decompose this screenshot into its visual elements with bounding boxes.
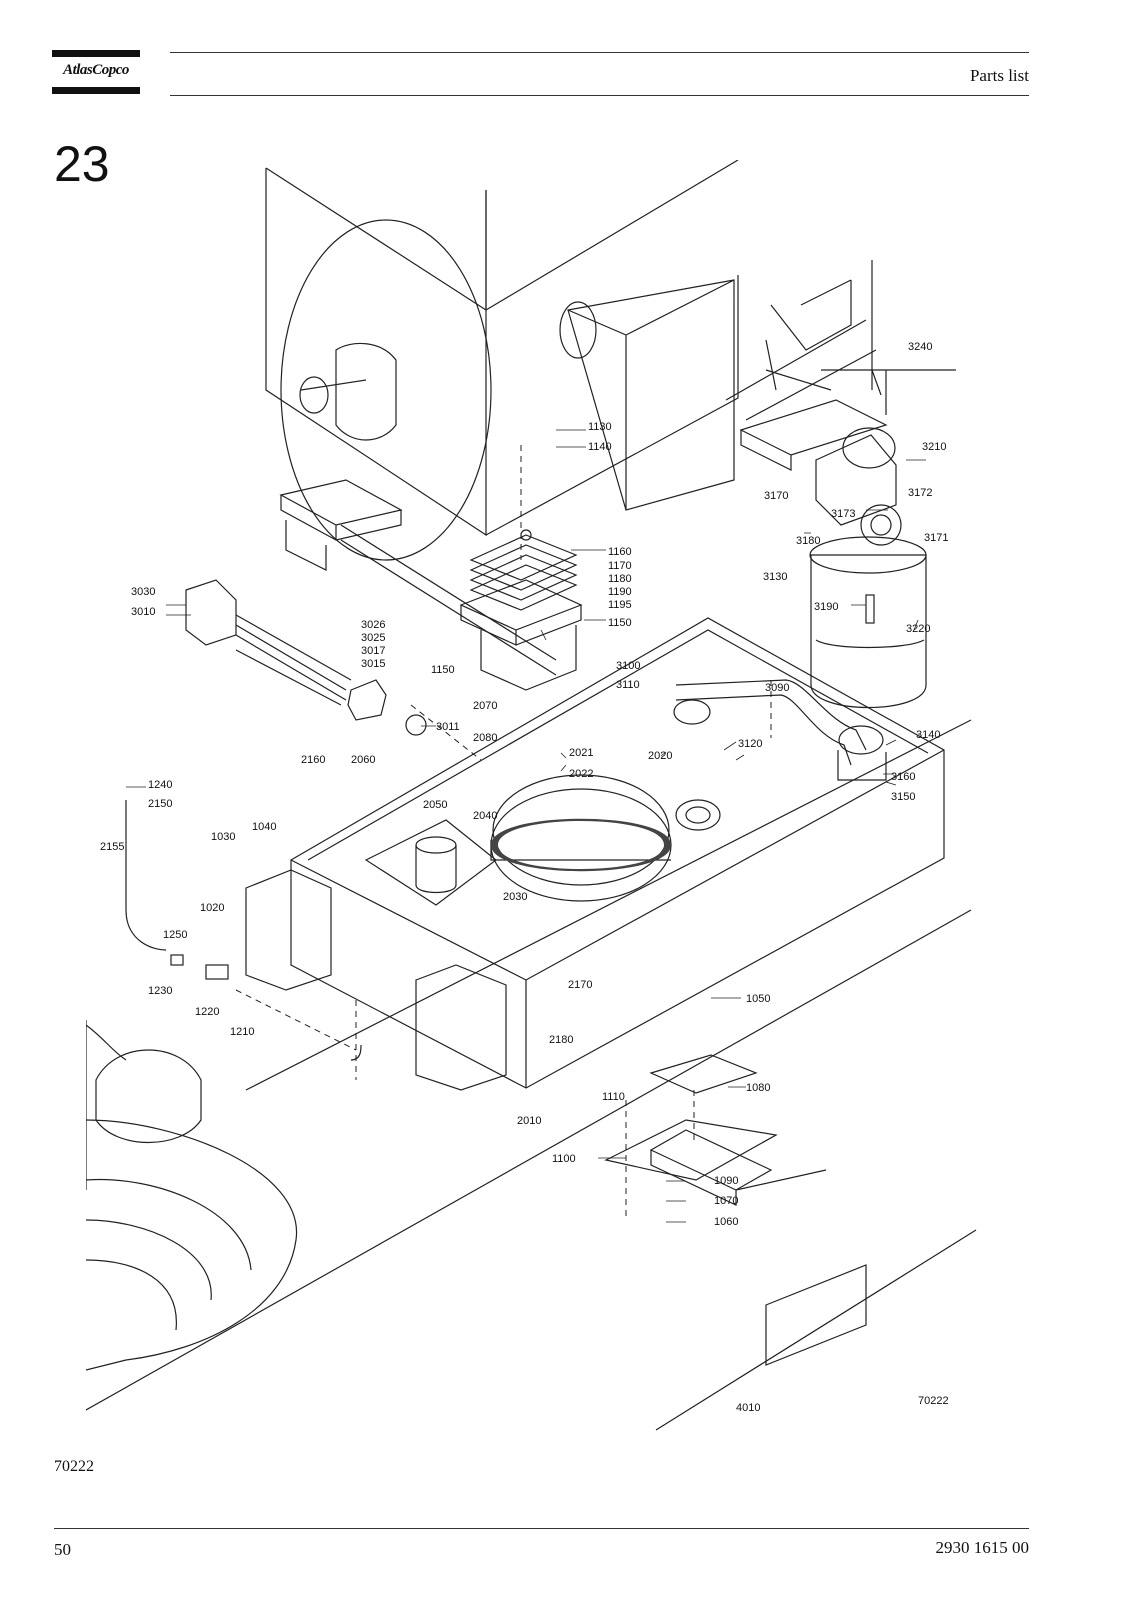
- callout: 2150: [148, 798, 172, 810]
- callout: 2050: [423, 799, 447, 811]
- logo-top-bar: [52, 50, 140, 57]
- callout: 1170: [608, 560, 632, 572]
- callout: 3220: [906, 623, 930, 635]
- callout: 1150: [431, 664, 455, 676]
- callout: 4010: [736, 1402, 760, 1414]
- exploded-view-svg: 3240 3210 3170 3172 3173 3180 3171 3130 …: [86, 160, 977, 1431]
- figure-reference: 70222: [54, 1458, 94, 1475]
- callout: 3240: [908, 341, 932, 353]
- callout: 1220: [195, 1006, 219, 1018]
- callout: 3025: [361, 632, 385, 644]
- callout: 2060: [351, 754, 375, 766]
- callout: 3190: [814, 601, 838, 613]
- callout: 1210: [230, 1026, 254, 1038]
- drawing-inner-reference: 70222: [918, 1395, 949, 1407]
- callout: 1110: [602, 1091, 625, 1103]
- callout: 3170: [764, 490, 788, 502]
- callout: 1050: [746, 993, 770, 1005]
- callout: 3030: [131, 586, 155, 598]
- callout: 2030: [503, 891, 527, 903]
- callout: 2080: [473, 732, 497, 744]
- callout: 1250: [163, 929, 187, 941]
- callout: 3026: [361, 619, 385, 631]
- callout: 2155: [100, 841, 124, 853]
- callout: 2040: [473, 810, 497, 822]
- header-rule-top: [170, 52, 1029, 53]
- callout: 3172: [908, 487, 932, 499]
- logo-text: AtlasCopco: [63, 62, 129, 78]
- callout: 2160: [301, 754, 325, 766]
- callout: 2170: [568, 979, 592, 991]
- callout: 3140: [916, 729, 940, 741]
- logo-bottom-bar: [52, 87, 140, 94]
- callout: 1240: [148, 779, 172, 791]
- callout: 1195: [608, 599, 632, 611]
- callout: 3180: [796, 535, 820, 547]
- callout: 3100: [616, 660, 640, 672]
- line-art: [86, 160, 977, 1431]
- callout: 1190: [608, 586, 632, 598]
- callout: 1080: [746, 1082, 770, 1094]
- callout: 3011: [436, 721, 460, 733]
- callout: 2010: [517, 1115, 541, 1127]
- callout: 1100: [552, 1153, 576, 1165]
- callout: 1060: [714, 1216, 738, 1228]
- footer-rule: [54, 1528, 1029, 1529]
- callout: 3110: [616, 679, 640, 691]
- callout: 1230: [148, 985, 172, 997]
- callout: 2022: [569, 768, 593, 780]
- callout: 3010: [131, 606, 155, 618]
- callout-labels: 3240 3210 3170 3172 3173 3180 3171 3130 …: [100, 341, 949, 1414]
- callout: 3171: [924, 532, 948, 544]
- callout: 1140: [588, 441, 612, 453]
- callout: 3210: [922, 441, 946, 453]
- document-number: 2930 1615 00: [935, 1538, 1030, 1557]
- callout: 3090: [765, 682, 789, 694]
- leader-lines: [126, 429, 926, 1223]
- callout: 1150: [608, 617, 632, 629]
- callout: 3130: [763, 571, 787, 583]
- section-number: 23: [54, 136, 110, 192]
- callout: 1020: [200, 902, 224, 914]
- callout: 3173: [831, 508, 855, 520]
- callout: 1030: [211, 831, 235, 843]
- callout: 1160: [608, 546, 632, 558]
- page-number: 50: [54, 1540, 71, 1559]
- callout: 3015: [361, 658, 385, 670]
- callout: 3150: [891, 791, 915, 803]
- header-rule-bottom: [170, 95, 1029, 96]
- callout: 2070: [473, 700, 497, 712]
- header-title: Parts list: [969, 66, 1029, 85]
- callout: 1180: [608, 573, 632, 585]
- atlas-copco-logo: AtlasCopco: [52, 50, 140, 94]
- callout: 1090: [714, 1175, 738, 1187]
- callout: 2180: [549, 1034, 573, 1046]
- callout: 2020: [648, 750, 672, 762]
- callout: 1070: [714, 1195, 738, 1207]
- callout: 1130: [588, 421, 612, 433]
- assembly-dashes: [235, 445, 772, 1220]
- gasket-rings: [491, 818, 671, 872]
- exploded-parts-drawing: 3240 3210 3170 3172 3173 3180 3171 3130 …: [86, 160, 1006, 1438]
- callout: 3120: [738, 738, 762, 750]
- callout: 2021: [569, 747, 593, 759]
- callout: 1040: [252, 821, 276, 833]
- callout: 3160: [891, 771, 915, 783]
- callout: 3017: [361, 645, 385, 657]
